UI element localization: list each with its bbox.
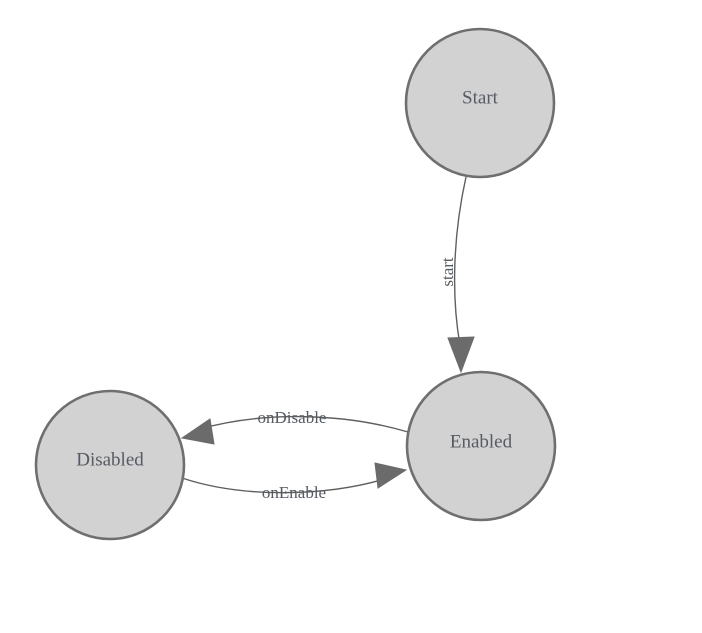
- edge-label-ondisable: onDisable: [258, 408, 327, 427]
- edge-onenable-path: [181, 477, 389, 494]
- edge-ondisable-path: [199, 415, 409, 433]
- edge-label-onenable: onEnable: [262, 483, 326, 502]
- node-disabled[interactable]: Disabled: [34, 389, 186, 541]
- node-enabled[interactable]: Enabled: [405, 370, 557, 522]
- edge-label-start: start: [438, 257, 457, 287]
- node-start-label: Start: [462, 87, 499, 108]
- node-enabled-circle: [405, 370, 557, 522]
- node-start-circle: [404, 27, 556, 179]
- edge-enabled-to-disabled[interactable]: [180, 415, 409, 445]
- node-disabled-label: Disabled: [76, 449, 144, 470]
- edge-ondisable-arrowhead: [180, 418, 215, 445]
- edge-start-arrowhead: [447, 336, 475, 374]
- node-disabled-circle: [34, 389, 186, 541]
- edge-start-path: [453, 176, 467, 346]
- node-start[interactable]: Start: [404, 27, 556, 179]
- edge-onenable-arrowhead: [374, 462, 408, 489]
- edge-start-to-enabled[interactable]: [447, 176, 475, 374]
- node-enabled-label: Enabled: [450, 431, 513, 452]
- edge-disabled-to-enabled[interactable]: [181, 462, 408, 494]
